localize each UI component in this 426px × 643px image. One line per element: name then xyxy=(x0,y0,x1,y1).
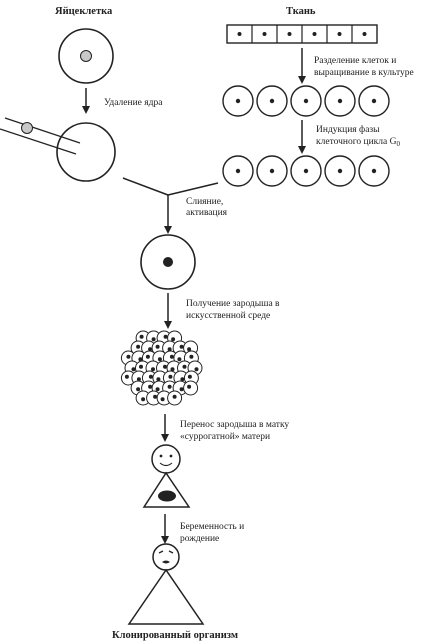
embryo-cell-nucleus xyxy=(153,394,158,399)
embryo-cell-nucleus xyxy=(157,357,162,362)
step-transfer-line2: «суррогатной» матери xyxy=(180,431,270,442)
embryo-cell-nucleus xyxy=(187,347,192,352)
step-separation-line1: Разделение клеток и xyxy=(314,56,396,66)
embryo-cell-nucleus xyxy=(179,344,184,349)
embryo-cell-nucleus xyxy=(163,364,167,369)
embryo-cell-nucleus xyxy=(139,334,144,339)
embryo-cell-nucleus xyxy=(151,367,155,372)
embryo-cell-nucleus xyxy=(170,367,175,372)
step-pregnancy-line1: Беременность и xyxy=(180,522,244,532)
embryo-cell-nucleus xyxy=(136,344,141,349)
step-transfer-line1: Перенос зародыша в матку xyxy=(180,420,289,430)
embryo-cell-nucleus xyxy=(167,347,172,352)
embryo-cell-nucleus xyxy=(124,374,129,379)
activated-cell xyxy=(140,234,196,290)
egg-cell-title: Яйцеклетка xyxy=(55,6,113,17)
embryo-cell-nucleus xyxy=(194,367,199,372)
embryo-cell-nucleus xyxy=(177,357,182,362)
enucleated-egg xyxy=(56,122,116,182)
embryo-cell-nucleus xyxy=(171,337,176,342)
step-separation-line2: выращивание в культуре xyxy=(314,68,414,78)
embryo-cell-nucleus xyxy=(139,364,143,369)
embryo-in-uterus xyxy=(158,490,176,502)
embryo-cell-nucleus xyxy=(187,384,192,389)
step-induction-line2: клеточного цикла G0 xyxy=(316,137,400,148)
embryo-cluster xyxy=(120,330,203,406)
cultured-cells-row xyxy=(222,85,390,117)
embryo-cell-nucleus xyxy=(148,347,153,352)
embryo-cell-nucleus xyxy=(168,374,173,379)
embryo-cell-nucleus xyxy=(163,334,168,339)
embryo-cell-nucleus xyxy=(136,377,141,382)
egg-cell xyxy=(58,28,114,84)
embryo-cell-nucleus xyxy=(151,337,156,342)
fusion-merge-lines xyxy=(122,177,219,196)
cloned-organism-figure xyxy=(127,543,205,625)
embryo-cell-nucleus xyxy=(155,344,160,349)
embryo-cell-nucleus xyxy=(141,397,146,402)
surrogate-mother-figure xyxy=(142,444,191,508)
embryo-cell-nucleus xyxy=(145,354,150,359)
embryo-cell-nucleus xyxy=(131,367,136,372)
tissue-title: Ткань xyxy=(286,6,316,17)
embryo-cell-nucleus xyxy=(148,384,153,389)
embryo-cell-nucleus xyxy=(172,394,177,399)
embryo-cell-nucleus xyxy=(126,354,131,359)
embryo-cell-nucleus xyxy=(189,354,194,359)
embryo-cell-nucleus xyxy=(160,397,165,402)
embryo-cell-nucleus xyxy=(136,387,141,392)
embryo-cell-nucleus xyxy=(156,377,161,382)
micropipette xyxy=(0,117,81,155)
step-induction-line2-text: клеточного цикла G xyxy=(316,137,397,147)
tissue-strip xyxy=(226,24,378,44)
embryo-cell-nucleus xyxy=(155,387,160,392)
step-embryo-line2: искусственной среде xyxy=(186,310,270,321)
embryo-cell-nucleus xyxy=(182,364,187,369)
step-pregnancy-line2: рождение xyxy=(180,534,219,544)
embryo-cell-nucleus xyxy=(167,384,172,389)
embryo-cell-nucleus xyxy=(187,374,192,379)
embryo-cell-nucleus xyxy=(138,357,143,362)
embryo-cell-nucleus xyxy=(169,354,174,359)
step-nucleus-removal: Удаление ядра xyxy=(104,98,163,108)
g0-cells-row xyxy=(222,155,390,187)
embryo-cell-nucleus xyxy=(179,387,184,392)
step-embryo-line1: Получение зародыша в xyxy=(186,299,280,309)
step-fusion-line2: активация xyxy=(186,208,228,218)
cloned-organism-title: Клонированный организм xyxy=(112,630,238,641)
embryo-cell-nucleus xyxy=(148,374,153,379)
step-induction-line1: Индукция фазы xyxy=(316,124,380,135)
embryo-cell-nucleus xyxy=(180,377,185,382)
step-fusion-line1: Слияние, xyxy=(186,197,223,207)
step-induction-subscript: 0 xyxy=(396,140,400,148)
